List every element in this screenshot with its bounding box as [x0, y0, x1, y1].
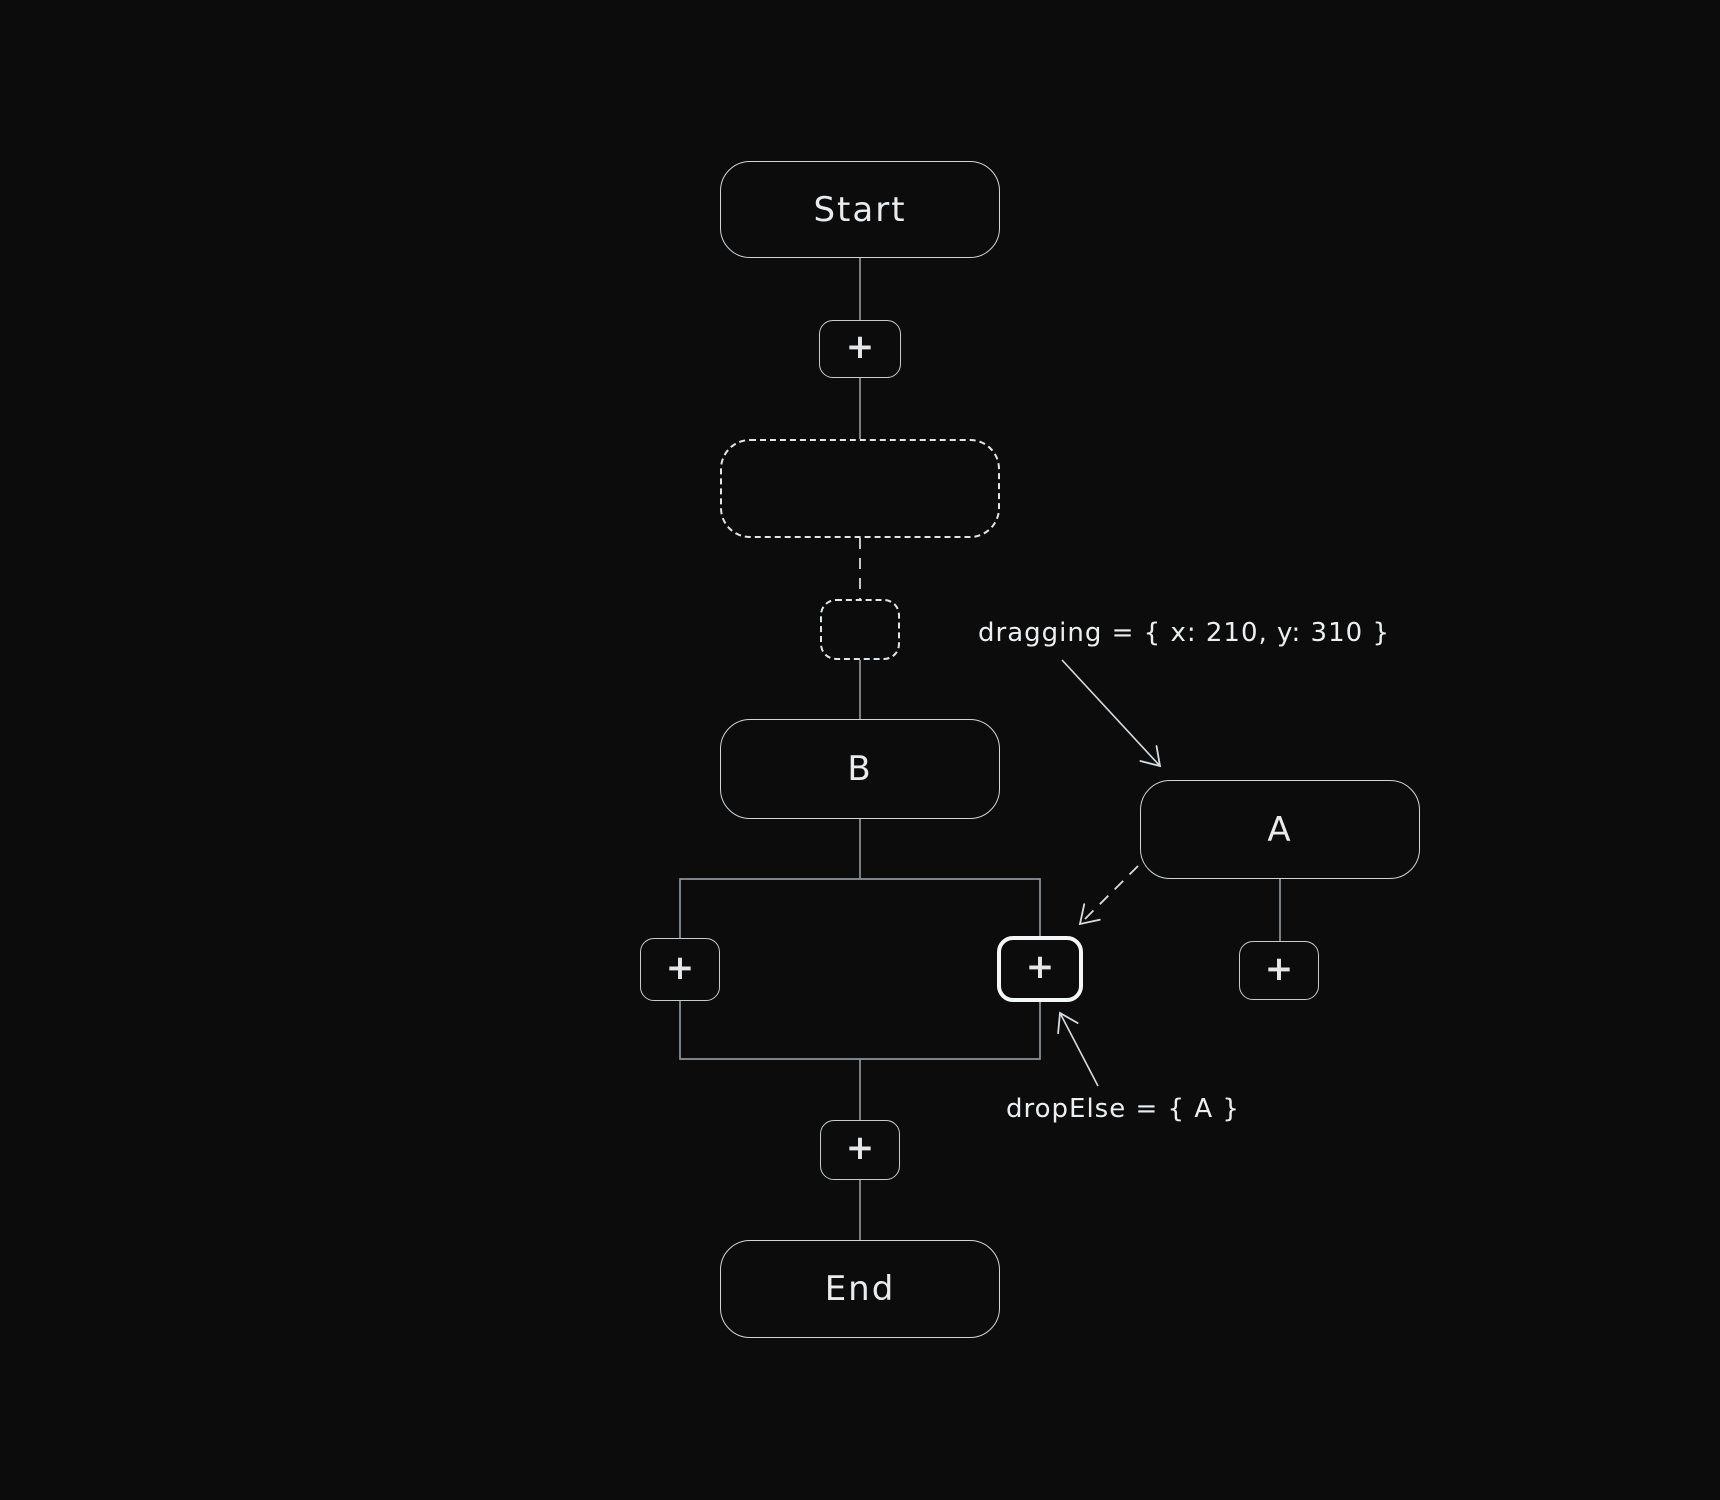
plus-icon: + [1264, 948, 1294, 989]
insert-branch-right-button-drop-target[interactable]: + [997, 936, 1083, 1002]
dragging-arrow [1061, 659, 1162, 768]
drop-else-annotation: dropElse = { A } [1006, 1094, 1240, 1124]
insert-branch-left-button[interactable]: + [640, 938, 720, 1001]
insert-step-button-under-a[interactable]: + [1239, 941, 1319, 1000]
node-b-label: B [847, 749, 873, 789]
insert-step-button-top[interactable]: + [819, 320, 901, 378]
insert-step-button-bottom[interactable]: + [820, 1120, 900, 1180]
plus-icon: + [665, 947, 695, 988]
plus-icon: + [845, 327, 875, 367]
node-end[interactable]: End [720, 1240, 1000, 1338]
node-b[interactable]: B [720, 719, 1000, 819]
plus-icon: + [1025, 947, 1055, 987]
drag-placeholder-connector-box [820, 599, 900, 660]
node-start-label: Start [813, 189, 907, 230]
branch-split-line [679, 878, 1041, 938]
node-end-label: End [824, 1269, 896, 1309]
drag-placeholder-box [720, 439, 1000, 538]
plus-icon: + [845, 1128, 875, 1168]
drop-target-dashed-arrow [1078, 865, 1139, 926]
dragging-annotation: dragging = { x: 210, y: 310 } [978, 618, 1390, 648]
drop-else-arrow [1057, 1011, 1099, 1087]
node-a-label: A [1267, 809, 1293, 850]
node-a-dragging[interactable]: A [1140, 780, 1420, 879]
branch-merge-line [679, 1001, 1041, 1060]
node-start[interactable]: Start [720, 161, 1000, 258]
